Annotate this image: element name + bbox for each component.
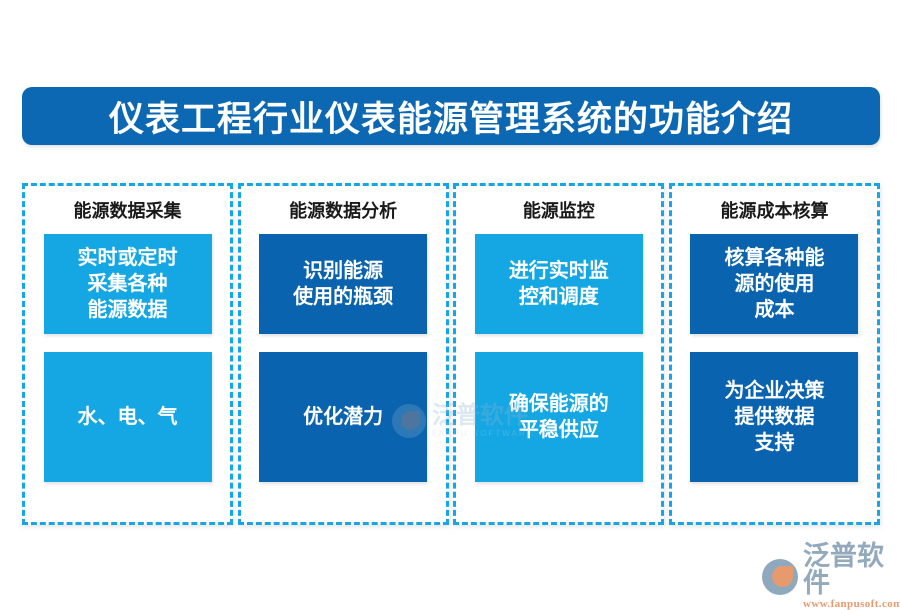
column-header-1: 能源数据采集 <box>73 201 182 221</box>
feature-column-2: 能源数据分析 识别能源 使用的瓶颈 优化潜力 <box>237 183 449 525</box>
feature-card-3-1[interactable]: 进行实时监 控和调度 <box>474 234 643 334</box>
brand-name: 泛普软件 <box>803 541 884 598</box>
column-header-3: 能源监控 <box>522 201 595 221</box>
feature-columns: 能源数据采集 实时或定时 采集各种 能源数据 水、电、气 能源数据分析 识别能源 <box>22 183 880 525</box>
page-title: 仪表工程行业仪表能源管理系统的功能介绍 <box>108 99 793 139</box>
feature-card-2-2[interactable]: 优化潜力 <box>259 352 428 482</box>
column-header-2: 能源数据分析 <box>289 201 398 221</box>
column-header-4: 能源成本核算 <box>720 201 829 221</box>
feature-card-3-1-text: 进行实时监 控和调度 <box>508 260 609 308</box>
title-banner: 仪表工程行业仪表能源管理系统的功能介绍 <box>22 87 880 145</box>
feature-card-3-2[interactable]: 确保能源的 平稳供应 <box>474 352 643 482</box>
brand-url: www.fanpusoft.com <box>803 598 900 610</box>
feature-card-1-1[interactable]: 实时或定时 采集各种 能源数据 <box>43 234 212 334</box>
feature-card-4-2[interactable]: 为企业决策 提供数据 支持 <box>690 352 859 482</box>
feature-column-1: 能源数据采集 实时或定时 采集各种 能源数据 水、电、气 <box>22 183 233 525</box>
feature-column-4: 能源成本核算 核算各种能 源的使用 成本 为企业决策 提供数据 支持 <box>668 183 880 525</box>
feature-card-2-1-text: 识别能源 使用的瓶颈 <box>293 260 394 308</box>
feature-card-1-2-text: 水、电、气 <box>77 406 178 428</box>
feature-card-4-2-text: 为企业决策 提供数据 支持 <box>724 380 825 454</box>
feature-card-4-1-text: 核算各种能 源的使用 成本 <box>724 247 825 321</box>
fanpu-mark-icon <box>762 558 798 595</box>
feature-card-2-1[interactable]: 识别能源 使用的瓶颈 <box>259 234 428 334</box>
feature-card-4-1[interactable]: 核算各种能 源的使用 成本 <box>690 234 859 334</box>
feature-card-3-2-text: 确保能源的 平稳供应 <box>508 393 609 441</box>
feature-column-3: 能源监控 进行实时监 控和调度 确保能源的 平稳供应 <box>453 183 665 525</box>
feature-card-1-1-text: 实时或定时 采集各种 能源数据 <box>77 247 178 321</box>
feature-card-2-2-text: 优化潜力 <box>303 406 384 428</box>
feature-card-1-2[interactable]: 水、电、气 <box>43 352 212 482</box>
